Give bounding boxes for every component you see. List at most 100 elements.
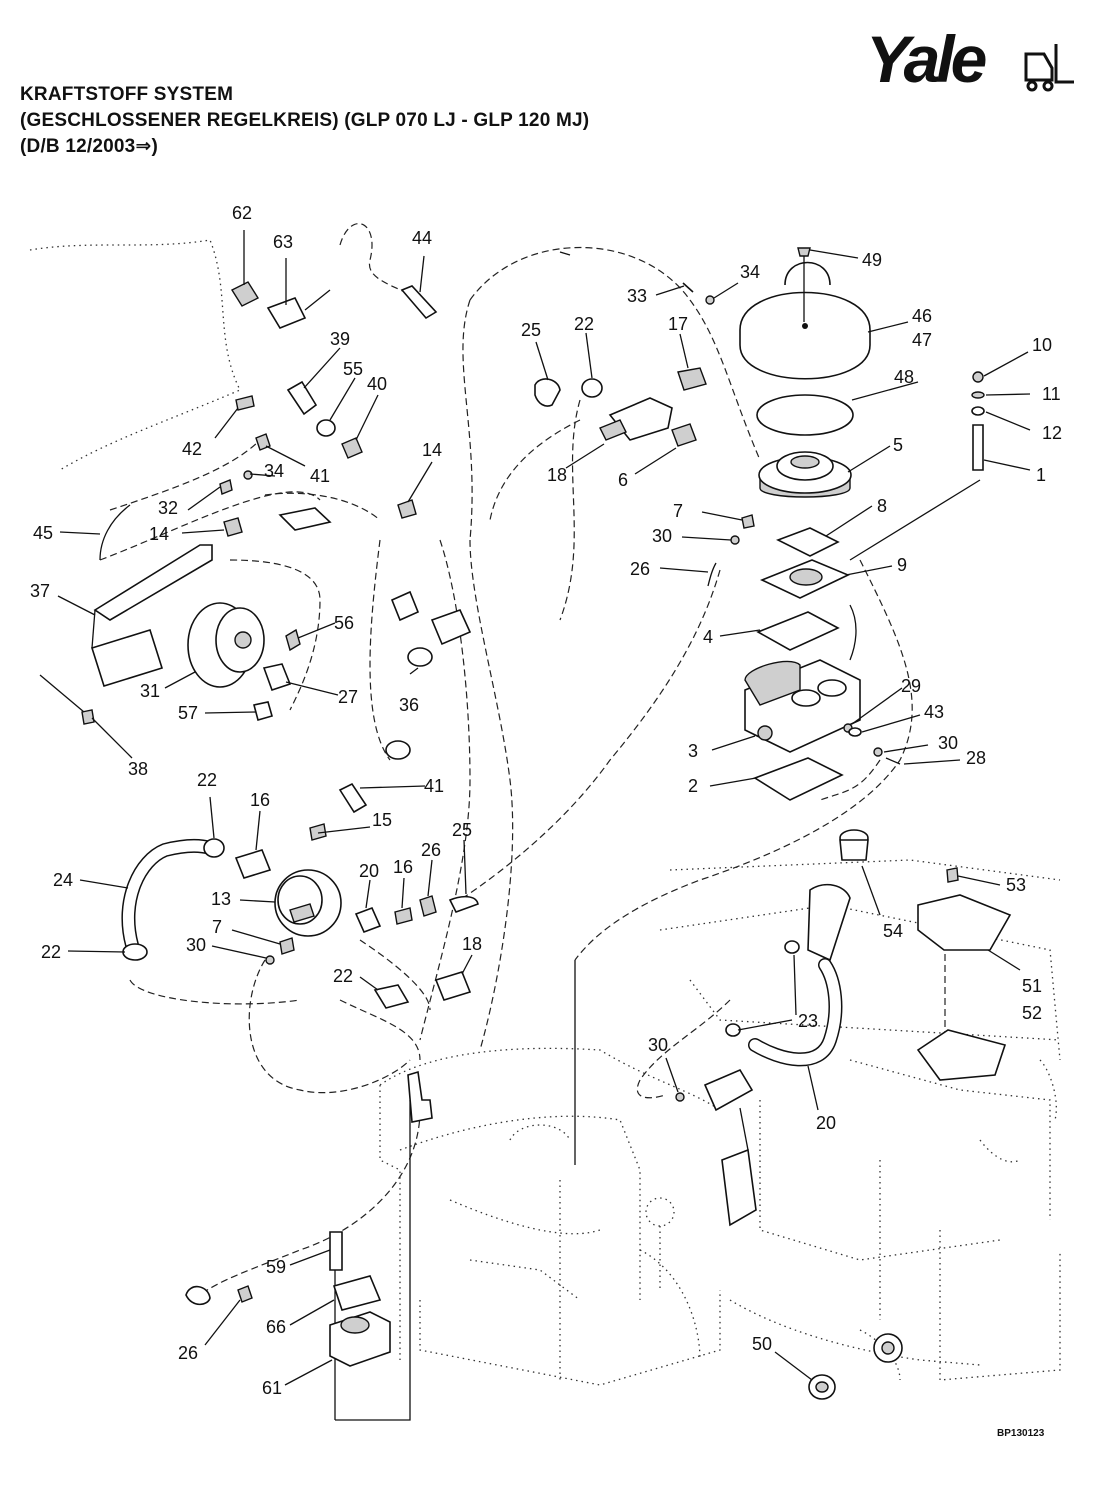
callout-24: 24 (53, 870, 73, 890)
yale-logo: Yale (866, 22, 1074, 96)
callout-20-right: 20 (816, 1113, 836, 1133)
frame-outline (659, 859, 1061, 1381)
clamp-14-upper (397, 499, 417, 519)
callout-47: 47 (912, 330, 932, 350)
fitting-17 (677, 367, 707, 391)
document-code: BP130123 (997, 1428, 1045, 1439)
fitting-18-lower (434, 971, 472, 1001)
callout-49: 49 (862, 250, 882, 270)
throttle-body-3 (744, 604, 861, 753)
fitting-62 (230, 281, 260, 307)
gasket-2 (753, 757, 844, 801)
elbow-20 (354, 906, 382, 934)
stud-1 (972, 424, 984, 471)
logo-text: Yale (866, 22, 986, 96)
fitting-42 (235, 395, 255, 411)
hose-26-upper (707, 562, 717, 587)
clamp-22-upper (581, 378, 603, 398)
clamp-36-lower (385, 740, 411, 760)
control-bracket (703, 1068, 757, 1227)
callout-17: 17 (668, 314, 688, 334)
callout-30-bottom: 30 (648, 1035, 668, 1055)
fitting-30-upper (730, 535, 740, 545)
callout-46: 46 (912, 306, 932, 326)
callout-12: 12 (1042, 423, 1062, 443)
clamp-36-upper (407, 647, 433, 667)
callout-61: 61 (262, 1378, 282, 1398)
callout-18-lower: 18 (462, 934, 482, 954)
clamp-22-lower (373, 984, 410, 1009)
callout-30-upper: 30 (652, 526, 672, 546)
hose-24 (121, 838, 217, 952)
hose-routes (99, 223, 981, 1421)
callout-62: 62 (232, 203, 252, 223)
callout-41-lower: 41 (424, 776, 444, 796)
callout-26-upper: 26 (630, 559, 650, 579)
mixer-5 (758, 451, 852, 498)
callout-31: 31 (140, 681, 160, 701)
title-line-3: (D/B 12/2003⇒) (20, 136, 159, 157)
callout-22-upper: 22 (574, 314, 594, 334)
hose-26-lower (185, 1285, 211, 1306)
clamp-23-upper (784, 940, 800, 954)
clamp-22-lower-left (122, 943, 148, 961)
elbow-39 (286, 380, 318, 416)
callout-7-lower: 7 (212, 917, 222, 937)
callout-66: 66 (266, 1317, 286, 1337)
callout-14-upper: 14 (422, 440, 442, 460)
fitting-15 (309, 823, 327, 841)
callout-53: 53 (1006, 875, 1026, 895)
vaporizer-fitting-18 (599, 397, 673, 441)
air-cleaner (739, 261, 871, 380)
callout-37: 37 (30, 581, 50, 601)
hose-25-lower (448, 895, 479, 913)
callout-36: 36 (399, 695, 419, 715)
fitting-16-left (234, 849, 272, 879)
callout-41-upper: 41 (310, 466, 330, 486)
callout-5: 5 (893, 435, 903, 455)
callout-2: 2 (688, 776, 698, 796)
callout-3: 3 (688, 741, 698, 761)
callout-26-lower: 26 (178, 1343, 198, 1363)
callout-33: 33 (627, 286, 647, 306)
callout-22-lower: 22 (333, 966, 353, 986)
callout-20-left: 20 (359, 861, 379, 881)
bracket-37 (90, 544, 213, 687)
callout-40: 40 (367, 374, 387, 394)
callout-30-right: 30 (938, 733, 958, 753)
callout-51: 51 (1022, 976, 1042, 996)
cover-51 (917, 894, 1012, 951)
hose-25-upper (534, 378, 561, 407)
valve-63 (266, 289, 331, 329)
fitting-6 (671, 423, 697, 447)
title-line-1: KRAFTSTOFF SYSTEM (20, 84, 234, 105)
callout-55: 55 (343, 359, 363, 379)
vaporizer-13 (274, 869, 342, 937)
callout-38: 38 (128, 759, 148, 779)
callout-30-lower: 30 (186, 935, 206, 955)
callout-14-left: 14 (149, 524, 169, 544)
gasket-66 (332, 1275, 382, 1311)
fitting-30-bottom (675, 1092, 685, 1102)
callout-11: 11 (1042, 384, 1061, 404)
callout-44: 44 (412, 228, 432, 248)
callout-15: 15 (372, 810, 392, 830)
fitting-56 (285, 628, 301, 652)
callout-labels: 62 63 44 39 55 40 42 41 34 14 32 14 45 3… (30, 203, 1062, 1398)
cover-plate (916, 1029, 1007, 1081)
hose-41-lower (338, 782, 368, 814)
callout-13: 13 (211, 889, 231, 909)
fitting-7-upper (741, 514, 755, 529)
callout-45: 45 (33, 523, 53, 543)
callout-18-upper: 18 (547, 465, 567, 485)
callout-4: 4 (703, 627, 713, 647)
washer-12 (971, 406, 985, 416)
bolt-59 (329, 1231, 343, 1271)
screw-49 (797, 247, 811, 322)
elbow-57 (253, 701, 273, 721)
clamp-23-lower (725, 1023, 741, 1037)
fitting-34-upper (705, 295, 715, 305)
callout-25-lower: 25 (452, 820, 472, 840)
adapter-9 (760, 559, 850, 599)
